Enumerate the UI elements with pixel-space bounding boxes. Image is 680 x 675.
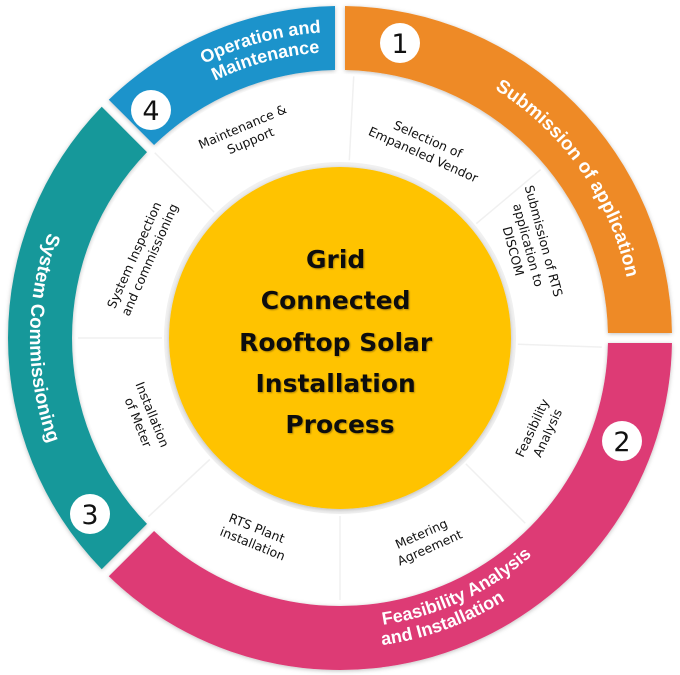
badge-circle <box>70 494 110 534</box>
center-title-line: Rooftop Solar <box>239 328 433 357</box>
center-hub: Grid Connected Rooftop Solar Installatio… <box>164 162 516 514</box>
inner-ring-separator <box>348 76 355 161</box>
inner-ring-separator <box>154 152 215 213</box>
inner-ring-separator <box>517 343 602 348</box>
stage-2-number: 2 <box>613 427 630 458</box>
inner-ring-separator <box>475 169 542 225</box>
stage-4-badge: 4 <box>131 90 171 130</box>
inner-ring-separator <box>465 463 526 524</box>
stage-3-badge: 3 <box>70 494 110 534</box>
center-title-line: Installation <box>255 369 415 398</box>
center-title-line: Connected <box>261 286 411 315</box>
stage-2-badge: 2 <box>602 421 642 461</box>
stage-badges: 1 2 3 4 <box>70 23 642 534</box>
stage-3-number: 3 <box>81 500 98 531</box>
center-title-line: Process <box>285 410 394 439</box>
stage-4-number: 4 <box>142 96 159 127</box>
badge-circle <box>131 90 171 130</box>
center-hub-circle <box>169 167 511 509</box>
inner-ring-separator <box>147 458 211 518</box>
center-title: Grid Connected Rooftop Solar Installatio… <box>239 245 441 439</box>
stage-3-segment[interactable] <box>8 106 147 570</box>
stage-1-number: 1 <box>391 29 408 60</box>
stage-2-segment[interactable] <box>108 343 672 670</box>
badge-circle <box>380 23 420 63</box>
center-title-line: Grid <box>306 245 365 274</box>
badge-circle <box>602 421 642 461</box>
stage-1-segment[interactable] <box>345 6 672 333</box>
stage-1-badge: 1 <box>380 23 420 63</box>
